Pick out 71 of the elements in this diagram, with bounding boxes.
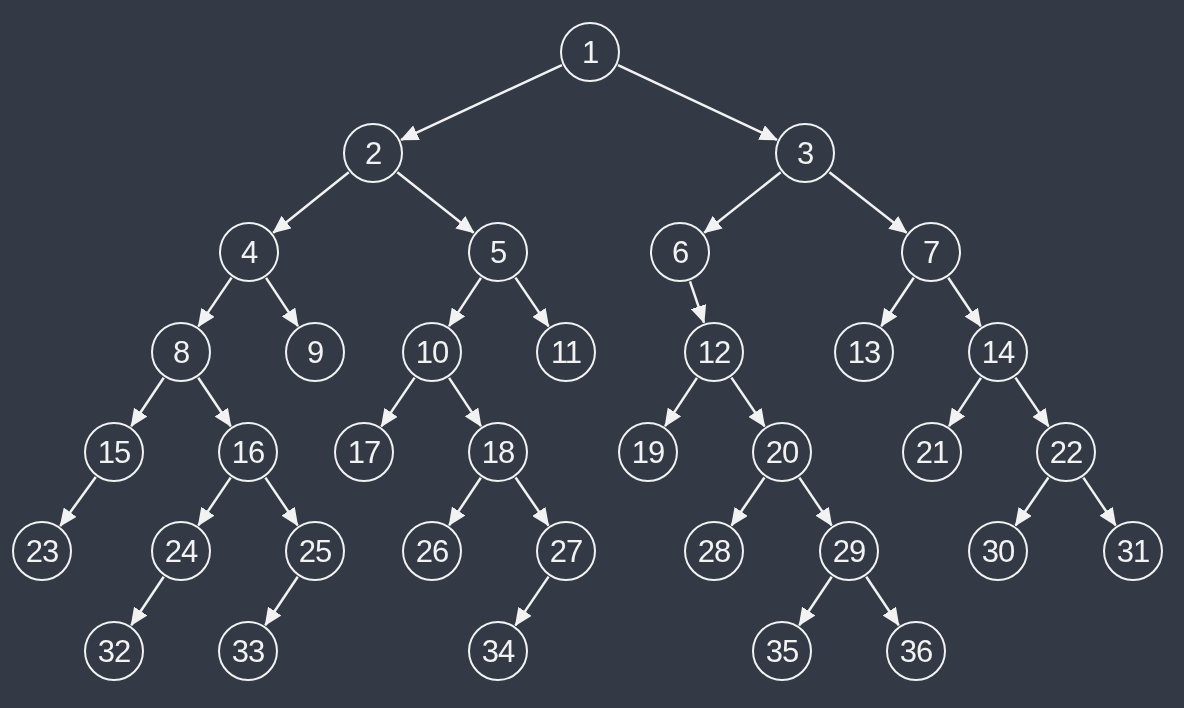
- node-number: 17: [347, 436, 381, 468]
- node-number: 36: [899, 635, 933, 667]
- node-number: 27: [549, 535, 583, 567]
- node-number: 21: [915, 436, 949, 468]
- node-number: 16: [231, 436, 265, 468]
- arrow: [130, 377, 165, 428]
- node-number: 13: [847, 336, 881, 368]
- arrow: [130, 576, 165, 627]
- node-number: 35: [765, 635, 799, 667]
- node-number: 18: [481, 436, 515, 468]
- node-number: 19: [631, 436, 665, 468]
- arrow: [688, 280, 707, 324]
- arrow: [730, 376, 766, 428]
- node-number: 1: [581, 36, 599, 68]
- node-number: 32: [97, 635, 131, 667]
- arrow: [448, 377, 482, 427]
- arrow: [272, 171, 350, 234]
- arrow: [197, 377, 232, 428]
- arrow: [617, 64, 778, 141]
- node-number: 15: [97, 436, 131, 468]
- node-number: 23: [25, 535, 59, 567]
- node-number: 12: [697, 336, 731, 368]
- node-number: 26: [415, 535, 449, 567]
- arrow: [514, 575, 550, 627]
- arrow: [865, 576, 900, 627]
- node-number: 20: [765, 436, 799, 468]
- node-number: 30: [981, 535, 1015, 567]
- arrow: [1082, 476, 1117, 527]
- arrow: [448, 277, 482, 327]
- node-number: 22: [1049, 436, 1083, 468]
- node-number: 33: [231, 635, 265, 667]
- arrow: [948, 377, 982, 427]
- arrow: [828, 171, 908, 234]
- node-number: 4: [240, 236, 258, 268]
- arrow: [59, 476, 97, 527]
- arrow: [730, 476, 766, 527]
- arrow: [703, 171, 782, 234]
- arrow: [798, 476, 833, 527]
- arrow: [798, 576, 833, 627]
- node-number: 28: [697, 535, 731, 567]
- node-number: 24: [164, 535, 198, 567]
- node-number: 3: [796, 137, 814, 169]
- arrow: [264, 576, 299, 627]
- node-number: 25: [298, 535, 332, 567]
- arrow: [880, 277, 915, 328]
- arrow: [664, 377, 698, 427]
- arrow: [514, 276, 550, 328]
- node-number: 6: [671, 236, 689, 268]
- arrow: [197, 276, 233, 328]
- node-number: 31: [1116, 535, 1150, 567]
- arrow: [265, 277, 299, 327]
- node-number: 29: [832, 535, 866, 567]
- node-number: 34: [481, 635, 515, 667]
- arrow: [1014, 476, 1050, 527]
- arrow: [264, 476, 299, 527]
- node-number: 8: [172, 336, 190, 368]
- arrow: [1014, 376, 1050, 428]
- node-number: 5: [489, 236, 507, 268]
- arrow: [197, 476, 232, 527]
- node-number: 7: [922, 236, 940, 268]
- node-number: 9: [306, 336, 324, 368]
- node-number: 10: [415, 336, 449, 368]
- arrow: [947, 277, 982, 328]
- arrow: [396, 171, 475, 234]
- node-number: 2: [364, 137, 382, 169]
- arrow: [380, 376, 416, 428]
- arrow: [400, 63, 563, 142]
- arrow: [448, 477, 482, 527]
- node-number: 14: [981, 336, 1015, 368]
- arrow: [514, 476, 550, 527]
- node-number: 11: [550, 336, 582, 368]
